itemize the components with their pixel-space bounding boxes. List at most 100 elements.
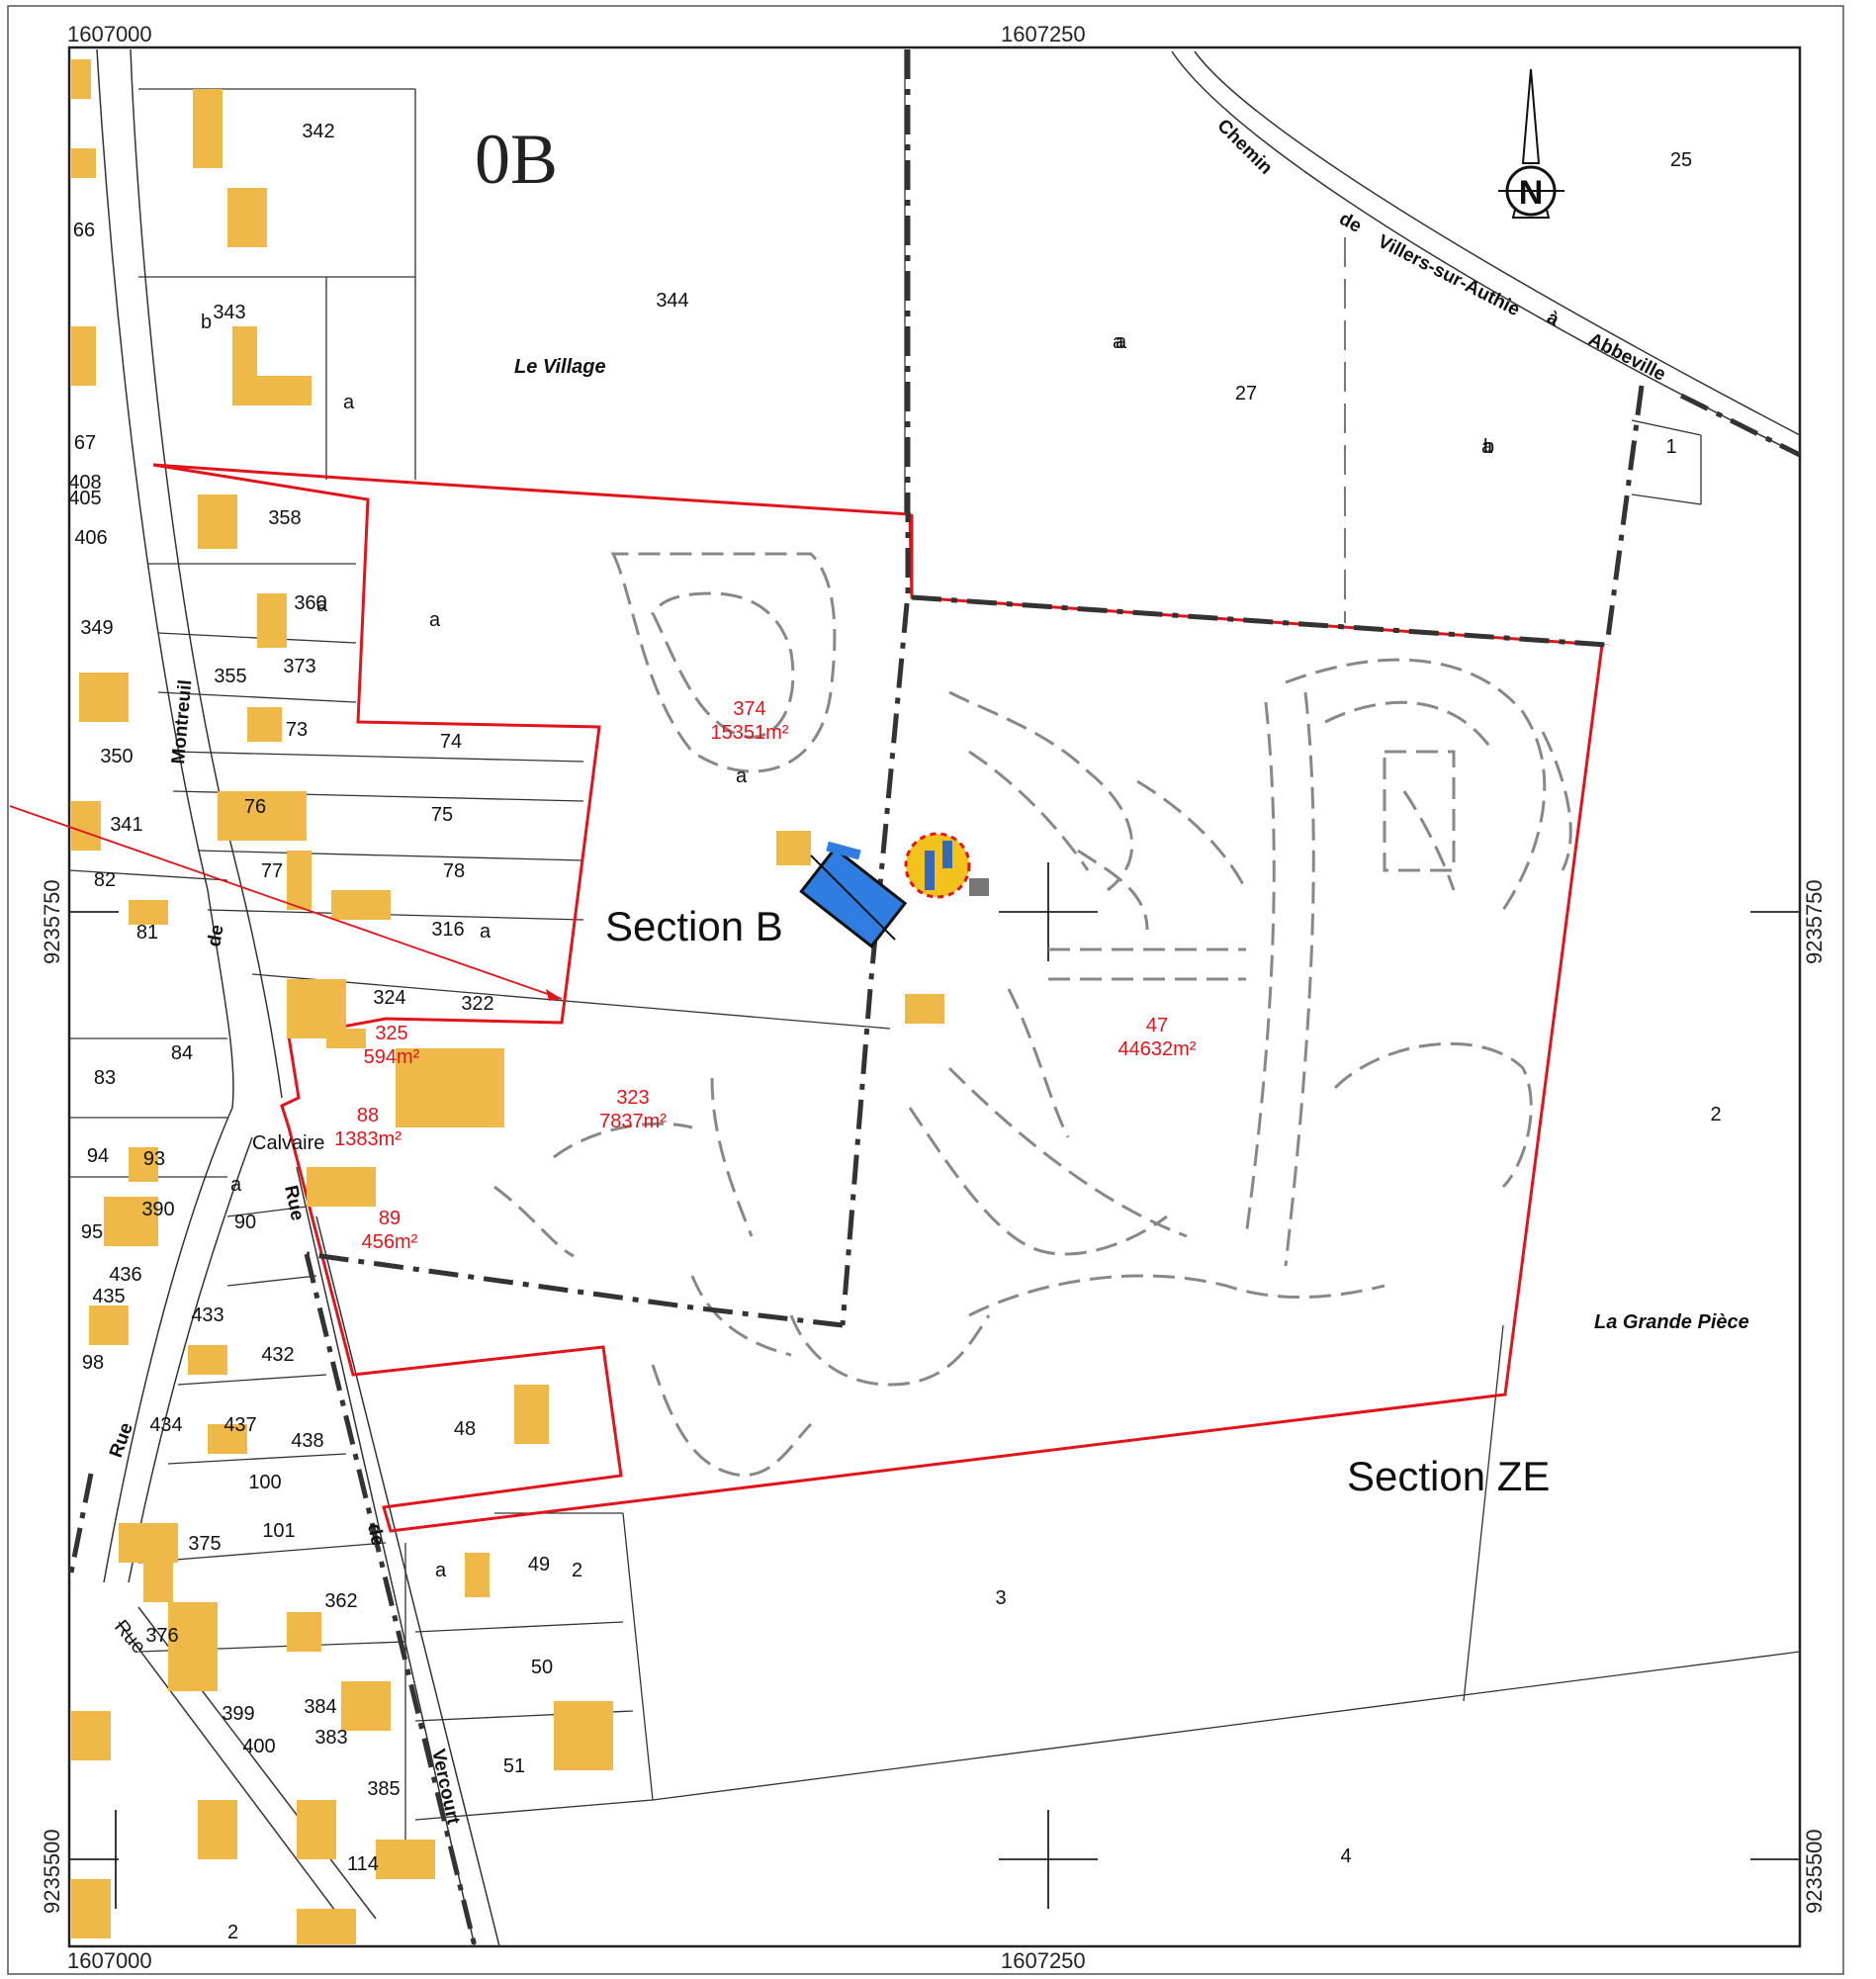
parcel-number: 100 — [248, 1472, 281, 1493]
parcel-number: 405 — [68, 488, 101, 509]
parcel-number: 344 — [656, 290, 688, 312]
road-chemin-5: Abbeville — [1585, 329, 1669, 386]
parcel-number: 83 — [94, 1067, 116, 1089]
parcel-number: 376 — [145, 1625, 178, 1647]
parcel-number: 362 — [324, 1590, 357, 1612]
road-vercourt-2: de — [363, 1522, 388, 1548]
road-calvaire: Calvaire — [252, 1132, 324, 1154]
parcel-number: 435 — [92, 1286, 125, 1307]
buildings — [71, 59, 944, 1944]
coord-bottom-mid: 1607250 — [1001, 1948, 1086, 1973]
parcel-number: 75 — [431, 804, 453, 826]
parcel-number: 67 — [74, 432, 96, 454]
coord-top-left: 1607000 — [67, 22, 152, 46]
roads — [96, 48, 1801, 1947]
parcel-number: 432 — [261, 1344, 294, 1366]
locality-village: Le Village — [514, 356, 606, 378]
parcel-number: 399 — [222, 1703, 254, 1725]
lot-lines — [68, 49, 1801, 1879]
parcel-number: 406 — [74, 527, 107, 549]
road-montreuil-2: de — [204, 923, 228, 947]
grid-crosses — [69, 862, 1800, 1909]
parcel-number: 66 — [73, 220, 95, 241]
parcel-sub-letter: a — [1481, 436, 1493, 458]
road-vercourt-3: Vercourt — [427, 1748, 464, 1827]
parcel-number: 74 — [440, 731, 462, 753]
parcel-number: 51 — [503, 1755, 525, 1777]
parcel-number: 408 — [68, 472, 101, 494]
parcel-number: 48 — [454, 1418, 476, 1440]
parcel-number: 437 — [223, 1414, 256, 1436]
parcel-374-area: 15351m² — [711, 722, 789, 744]
parcel-number: 385 — [367, 1778, 400, 1800]
parcel-sub-letter: 2 — [572, 1560, 582, 1581]
parcel-sub-letter: a — [343, 392, 355, 413]
parcel-sub-letter: 2 — [227, 1922, 238, 1943]
parcel-47-area: 44632m² — [1118, 1038, 1197, 1060]
parcel-number: 95 — [81, 1221, 103, 1243]
north-compass-icon: N — [1498, 68, 1564, 219]
parcel-number: 84 — [171, 1042, 193, 1064]
trail-dashes — [493, 552, 1572, 1478]
parcel-number: 1 — [1665, 436, 1676, 458]
road-chemin-4: à — [1544, 308, 1563, 331]
parcel-number: 343 — [213, 302, 245, 323]
parcel-number: 434 — [149, 1414, 182, 1436]
compass-letter: N — [1519, 174, 1544, 212]
parcel-number: 373 — [283, 656, 315, 677]
parcel-number: 27 — [1235, 383, 1257, 405]
parcel-number: 114 — [347, 1853, 379, 1875]
parcel-number: 98 — [82, 1352, 104, 1374]
parcel-number: 78 — [443, 860, 465, 882]
parcel-number: 90 — [234, 1212, 256, 1233]
parcel-number: 101 — [262, 1520, 295, 1542]
equipment-icon — [904, 832, 989, 899]
parcel-sub-letter: a — [1116, 331, 1127, 353]
parcel-number: 322 — [461, 993, 493, 1015]
outer-frame — [7, 5, 1844, 1975]
parcel-323-id: 323 — [616, 1087, 649, 1109]
parcel-number: 360 — [294, 592, 326, 614]
parcel-374-id: 374 — [733, 698, 765, 720]
parcel-sub-letter: a — [230, 1174, 242, 1196]
parcel-number: 358 — [268, 507, 301, 529]
parcel-number: 76 — [244, 796, 266, 818]
parcel-88-area: 1383m² — [334, 1128, 402, 1150]
parcel-47-id: 47 — [1146, 1015, 1168, 1036]
parcel-number: 383 — [314, 1727, 347, 1749]
parcel-number: 49 — [528, 1554, 550, 1575]
coord-left-upper: 9235750 — [40, 879, 64, 964]
parcel-number: 4 — [1340, 1845, 1351, 1867]
parcel-number: 433 — [191, 1304, 223, 1326]
section-boundaries — [66, 49, 1802, 1947]
solar-installation — [799, 841, 908, 948]
parcel-325-area: 594m² — [364, 1046, 420, 1068]
parcel-number: 390 — [141, 1199, 174, 1220]
parcel-number: 3 — [995, 1587, 1006, 1609]
parcel-325-id: 325 — [375, 1023, 407, 1044]
parcel-number: 25 — [1670, 149, 1692, 171]
parcel-number: 436 — [109, 1264, 141, 1286]
parcel-number: 375 — [188, 1533, 221, 1555]
road-chemin-3: Villers-sur-Authie — [1375, 231, 1523, 320]
section-b-label: Section B — [605, 903, 783, 949]
parcel-89-area: 456m² — [362, 1231, 418, 1253]
project-boundary — [152, 463, 1604, 1533]
parcel-number: 77 — [261, 860, 283, 882]
parcel-numbers: 3426634334467408405406358360349373355733… — [68, 121, 1721, 1875]
parcel-number: 384 — [304, 1696, 336, 1718]
parcel-323-area: 7837m² — [599, 1111, 667, 1132]
coord-left-lower: 9235500 — [40, 1829, 64, 1914]
section-ze-label: Section ZE — [1347, 1453, 1550, 1499]
parcel-sub-letter: b — [201, 312, 212, 333]
parcel-number: 2 — [1710, 1104, 1721, 1125]
parcel-sub-letter: a — [480, 921, 491, 943]
parcel-sub-letter: a — [1113, 331, 1124, 353]
road-chemin-2: de — [1336, 209, 1365, 237]
parcel-sub-letter: a — [736, 765, 748, 787]
parcel-89-id: 89 — [379, 1208, 401, 1229]
parcel-number: 82 — [94, 869, 116, 891]
coord-right-lower: 9235500 — [1802, 1829, 1827, 1914]
parcel-number: 50 — [531, 1657, 553, 1678]
